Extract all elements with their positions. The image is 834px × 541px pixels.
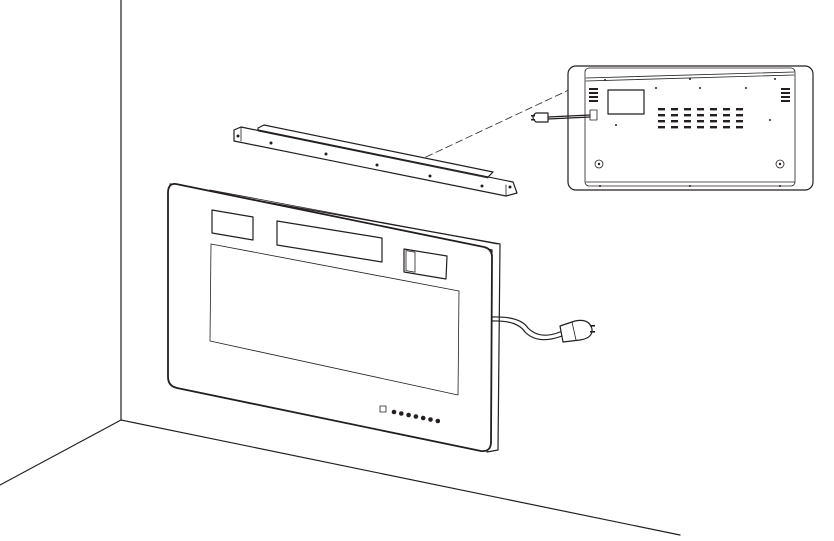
control-panel [379, 405, 441, 424]
mounting-bracket [233, 124, 518, 197]
vent-slot [736, 114, 743, 117]
inset-label-plate [607, 89, 645, 115]
vent-slot [684, 120, 691, 123]
vent-slot [697, 108, 704, 111]
wall-corner [0, 0, 681, 536]
fireplace-unit [167, 183, 501, 453]
heater-vent-center [276, 220, 383, 263]
vent-slot [710, 114, 717, 117]
vent-slot [697, 126, 704, 129]
vent-slot [723, 126, 730, 129]
vent-slot [723, 108, 730, 111]
vent-slot [710, 126, 717, 129]
inset-side-vents [589, 88, 790, 102]
touch-button-icon [391, 409, 397, 415]
rear-view-inset [531, 65, 814, 191]
vent-slot [710, 120, 717, 123]
vent-slot [697, 114, 704, 117]
inset-power-cord [531, 109, 598, 123]
touch-button-icon [428, 417, 433, 422]
touch-button-icon [420, 415, 426, 421]
vent-slot [684, 114, 691, 117]
flame-viewing-window [209, 243, 460, 396]
heater-vent-left [211, 209, 254, 241]
vent-slot [723, 120, 730, 123]
fireplace-front-panel [167, 183, 493, 452]
touch-button-icon [435, 418, 441, 424]
power-cord [491, 316, 595, 343]
vent-slot [697, 120, 704, 123]
power-plug-icon [559, 319, 593, 343]
vent-slot [736, 126, 743, 129]
vent-slot [658, 126, 665, 129]
vent-slot [684, 108, 691, 111]
power-button-icon [379, 405, 387, 413]
alignment-dashed-line [425, 79, 591, 158]
vent-slot [658, 108, 665, 111]
touch-button-icon [406, 412, 411, 418]
vent-slot [671, 120, 678, 123]
vent-slot [671, 126, 678, 129]
vent-slot [658, 120, 665, 123]
touch-button-icon [413, 414, 419, 419]
vent-slot [736, 120, 743, 123]
vent-slot [736, 108, 743, 111]
vent-slot [684, 126, 691, 129]
inset-rear-vent-slots [658, 108, 743, 129]
vent-slot [723, 114, 730, 117]
vent-slot [671, 114, 678, 117]
inset-fasteners [594, 78, 785, 187]
vent-slot [710, 108, 717, 111]
vent-slot [658, 114, 665, 117]
heater-vent-right [403, 248, 448, 280]
touch-button-icon [399, 411, 404, 416]
vent-slot [671, 108, 678, 111]
bracket-screw-holes [236, 134, 512, 189]
